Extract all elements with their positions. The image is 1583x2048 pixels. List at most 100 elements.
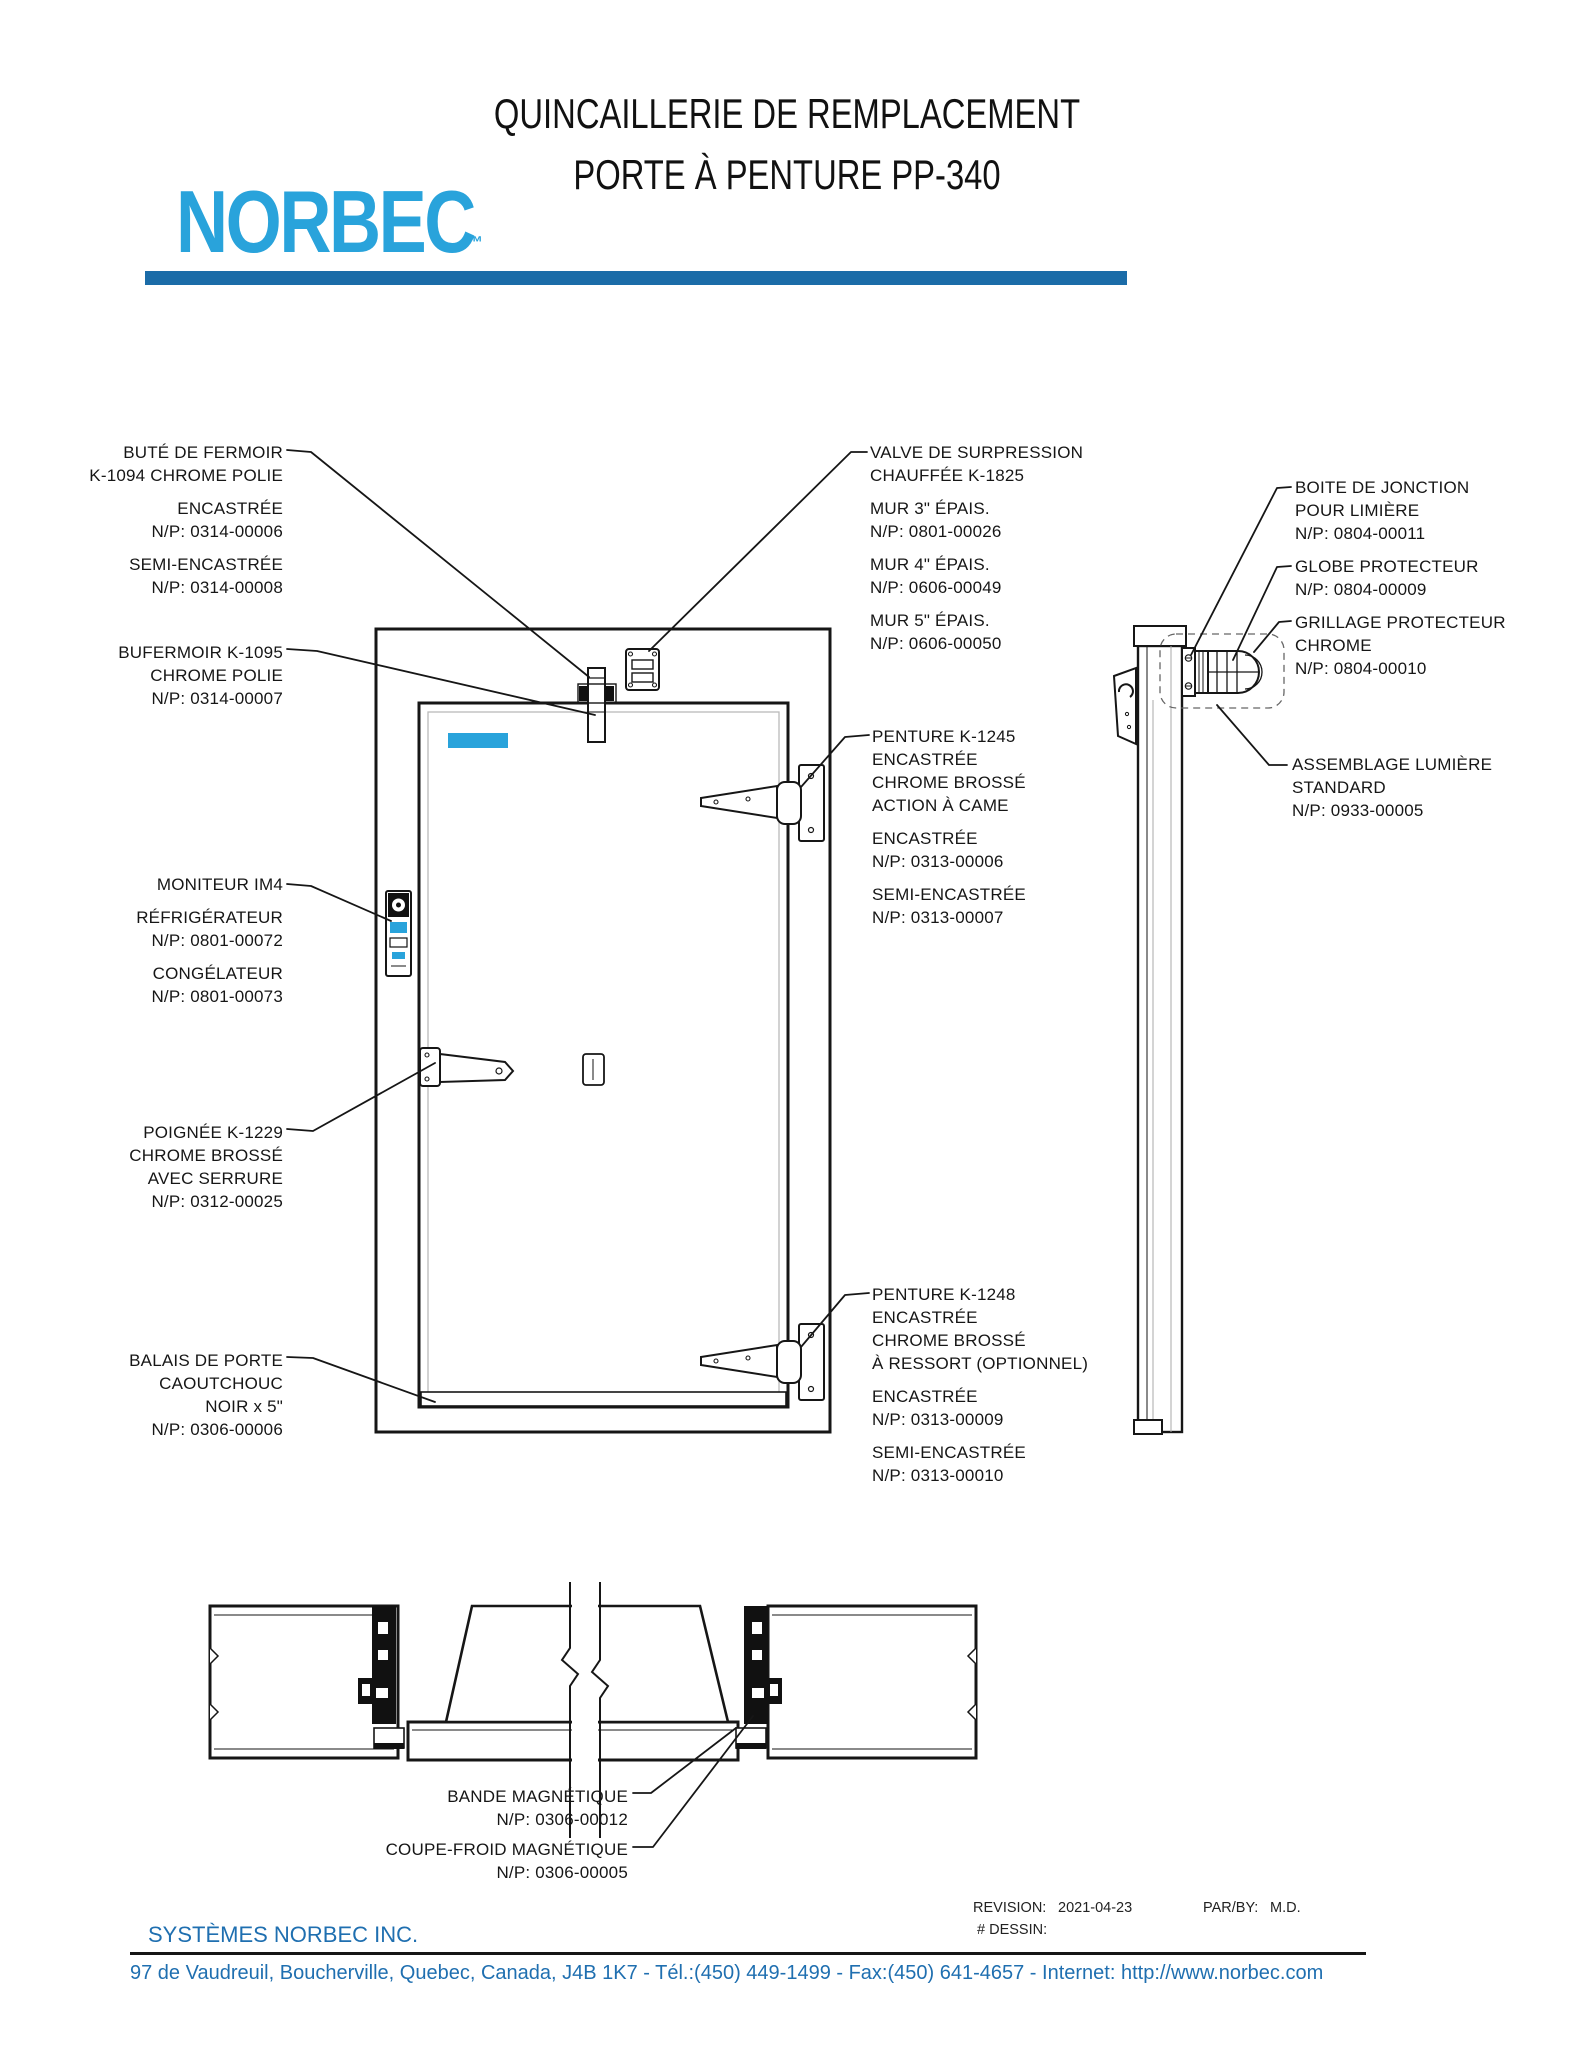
callout-line: VALVE DE SURPRESSION <box>870 443 1084 462</box>
callout-line: BUFERMOIR K-1095 <box>118 643 283 662</box>
callout-line: ENCASTRÉE <box>872 1387 978 1406</box>
callout-line: CHROME BROSSÉ <box>872 773 1026 792</box>
callout-poignee: POIGNÉE K-1229 CHROME BROSSÉ AVEC SERRUR… <box>129 1121 283 1213</box>
im4-monitor <box>385 890 412 977</box>
leader-moniteur <box>286 883 392 922</box>
callout-line: BOITE DE JONCTION <box>1295 478 1470 497</box>
header-rule-bar <box>145 271 1127 285</box>
callout-line: N/P: 0313-00009 <box>872 1410 1004 1429</box>
callout-line: N/P: 0801-00026 <box>870 522 1002 541</box>
callout-line: SEMI-ENCASTRÉE <box>872 885 1026 904</box>
callout-line: N/P: 0314-00008 <box>151 578 283 597</box>
callout-balais-de-porte: BALAIS DE PORTE CAOUTCHOUC NOIR x 5" N/P… <box>129 1349 283 1441</box>
leader-boite <box>1190 486 1292 656</box>
magnetic-gasket-left <box>373 1727 405 1749</box>
norbec-door-sticker <box>448 733 508 748</box>
leader-grillage <box>1253 620 1292 653</box>
door-front-view <box>374 627 832 1434</box>
callout-line: NOIR x 5" <box>205 1397 283 1416</box>
leader-lines <box>286 449 1292 1848</box>
door-sweep <box>420 1391 787 1407</box>
callout-line: SEMI-ENCASTRÉE <box>129 555 283 574</box>
company-address: 97 de Vaudreuil, Boucherville, Quebec, C… <box>130 1962 1324 1984</box>
leader-valve <box>648 451 868 652</box>
callout-line: N/P: 0306-00005 <box>496 1863 628 1882</box>
leader-poignee <box>286 1062 436 1132</box>
callout-line: ENCASTRÉE <box>872 1308 978 1327</box>
callout-line: MUR 4" ÉPAIS. <box>870 555 990 574</box>
callout-line: RÉFRIGÉRATEUR <box>136 908 283 927</box>
callout-line: N/P: 0306-00012 <box>496 1810 628 1829</box>
light-globe-cage <box>1194 650 1263 694</box>
callout-line: MUR 3" ÉPAIS. <box>870 499 990 518</box>
latch-hook <box>1112 666 1137 746</box>
callout-line: AVEC SERRURE <box>147 1169 283 1188</box>
left-frame-extrusion <box>358 1606 396 1724</box>
right-frame-extrusion <box>744 1606 782 1724</box>
callout-line: PENTURE K-1245 <box>872 727 1016 746</box>
callout-line: SEMI-ENCASTRÉE <box>872 1443 1026 1462</box>
callout-line: ENCASTRÉE <box>872 829 978 848</box>
callout-line: CHROME <box>1295 636 1372 655</box>
callout-penture-k1245: PENTURE K-1245 ENCASTRÉE CHROME BROSSÉ A… <box>872 725 1026 929</box>
callout-line: N/P: 0801-00073 <box>151 987 283 1006</box>
dessin-label: # DESSIN: <box>977 1922 1048 1938</box>
callout-coupe-froid: COUPE-FROID MAGNÉTIQUE N/P: 0306-00005 <box>386 1838 628 1884</box>
callout-line: N/P: 0933-00005 <box>1292 801 1424 820</box>
norbec-logo: NORBEC <box>176 178 476 266</box>
parby-value: M.D. <box>1270 1900 1301 1916</box>
callout-grillage-protecteur: GRILLAGE PROTECTEUR CHROME N/P: 0804-000… <box>1295 611 1506 680</box>
callout-line: N/P: 0312-00025 <box>151 1192 283 1211</box>
callout-line: MUR 5" ÉPAIS. <box>870 611 990 630</box>
leader-penture-1248 <box>800 1292 870 1348</box>
callout-line: CHAUFFÉE K-1825 <box>870 466 1025 485</box>
leader-penture-1245 <box>800 734 870 788</box>
callout-line: À RESSORT (OPTIONNEL) <box>872 1354 1089 1373</box>
callout-line: POUR LIMIÈRE <box>1295 501 1420 520</box>
leader-globe <box>1232 565 1292 661</box>
door-side-view <box>1112 625 1285 1435</box>
threshold-section-view <box>208 1578 978 1840</box>
callout-line: CHROME POLIE <box>150 666 283 685</box>
callout-line: ENCASTRÉE <box>177 499 283 518</box>
callout-assemblage-lumiere: ASSEMBLAGE LUMIÈRE STANDARD N/P: 0933-00… <box>1292 753 1492 822</box>
light-dashed-outline <box>1159 633 1285 709</box>
callout-line: CAOUTCHOUC <box>159 1374 283 1393</box>
callout-line: N/P: 0313-00006 <box>872 852 1004 871</box>
wall-section-profile <box>1136 644 1184 1434</box>
door-slab-right <box>588 1604 730 1724</box>
parby-label: PAR/BY: <box>1203 1900 1259 1916</box>
door-handle <box>419 1047 605 1087</box>
callout-line: N/P: 0314-00007 <box>151 689 283 708</box>
callout-line: ACTION À CAME <box>872 796 1009 815</box>
callout-boite-jonction: BOITE DE JONCTION POUR LIMIÈRE N/P: 0804… <box>1295 476 1469 545</box>
callout-line: GRILLAGE PROTECTEUR <box>1295 613 1506 632</box>
leader-assemblage <box>1216 704 1288 766</box>
callout-line: N/P: 0606-00050 <box>870 634 1002 653</box>
break-line <box>590 1582 610 1838</box>
callout-line: N/P: 0804-00009 <box>1295 580 1427 599</box>
callout-line: CHROME BROSSÉ <box>129 1146 283 1165</box>
callout-line: N/P: 0314-00006 <box>151 522 283 541</box>
callout-line: ASSEMBLAGE LUMIÈRE <box>1292 755 1493 774</box>
door-slab-left <box>444 1604 587 1724</box>
leader-bande <box>632 1727 737 1794</box>
leader-coupefroid <box>632 1715 754 1848</box>
leader-bute <box>286 449 590 678</box>
callout-line: BANDE MAGNÉTIQUE <box>447 1787 628 1806</box>
trademark-symbol: ™ <box>466 233 483 252</box>
side-view-foot <box>1133 1419 1163 1435</box>
hinge-top <box>700 764 825 842</box>
revision-label: REVISION: <box>973 1900 1047 1916</box>
callout-line: N/P: 0606-00049 <box>870 578 1002 597</box>
callout-line: BALAIS DE PORTE <box>129 1351 283 1370</box>
light-junction-box <box>1181 647 1196 697</box>
callout-line: N/P: 0306-00006 <box>151 1420 283 1439</box>
callout-valve-surpression: VALVE DE SURPRESSION CHAUFFÉE K-1825 MUR… <box>870 441 1083 655</box>
page-title-line2: PORTE À PENTURE PP-340 <box>573 151 1001 198</box>
callout-bufermoir: BUFERMOIR K-1095 CHROME POLIE N/P: 0314-… <box>118 641 283 710</box>
callout-penture-k1248: PENTURE K-1248 ENCASTRÉE CHROME BROSSÉ À… <box>872 1283 1088 1487</box>
pressure-relief-valve <box>625 648 660 691</box>
norbec-logo-text: NORBEC <box>176 172 476 271</box>
